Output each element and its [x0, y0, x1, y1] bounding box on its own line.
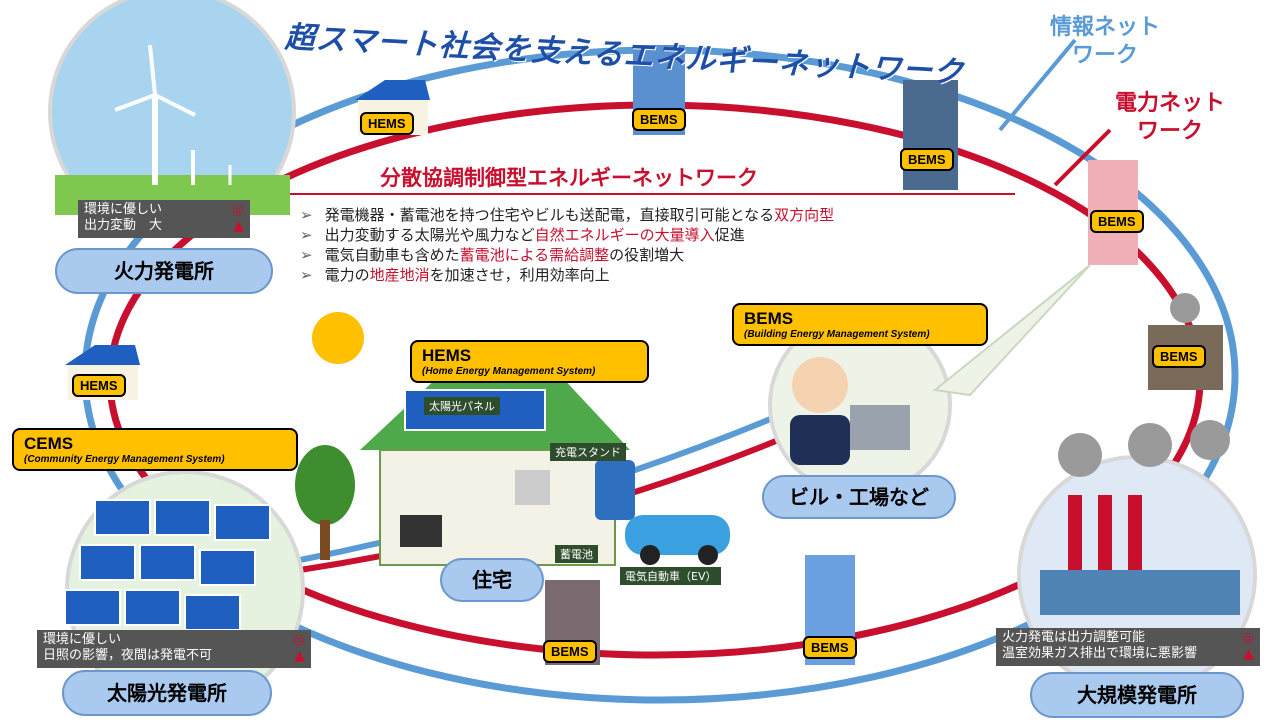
hems-tag-top: HEMS	[360, 112, 414, 135]
solar-plant-label: 太陽光発電所	[62, 670, 272, 716]
hems-box-title: HEMS	[422, 346, 472, 365]
power-network-label: 電力ネット ワーク	[1115, 90, 1225, 146]
ev-icon	[625, 515, 730, 555]
house-label: 住宅	[440, 558, 544, 602]
power-network-label-line2: ワーク	[1137, 119, 1204, 144]
wind-note-line1: 環境に優しい	[84, 202, 163, 217]
large-note-line2: 温室効果ガス排出で環境に悪影響	[1002, 646, 1198, 661]
large-plant-note: 火力発電は出力調整可能 温室効果ガス排出で環境に悪影響 ◎ ▲	[996, 628, 1260, 666]
cems-box-title: CEMS	[24, 434, 74, 453]
bems-tag-bottom-left: BEMS	[543, 640, 597, 663]
bems-tag-right-top: BEMS	[900, 148, 954, 171]
large-note-line1: 火力発電は出力調整可能	[1002, 630, 1146, 645]
bad-mark: ▲	[294, 648, 305, 664]
thermal-plant-label: 火力発電所	[55, 248, 273, 294]
cems-box-subtitle: (Community Energy Management System)	[24, 454, 225, 465]
hems-tag-left: HEMS	[72, 374, 126, 397]
hems-box: HEMS (Home Energy Management System)	[410, 340, 649, 383]
solar-note-line2: 日照の影響，夜間は発電不可	[43, 648, 213, 663]
good-mark: ◎	[1241, 630, 1254, 646]
bems-box-subtitle: (Building Energy Management System)	[744, 329, 930, 340]
bullet-item: ➢出力変動する太陽光や風力など自然エネルギーの大量導入促進	[300, 226, 745, 244]
bems-tag-bottom-center: BEMS	[803, 636, 857, 659]
tree-icon	[295, 445, 355, 525]
power-leader-line	[1053, 128, 1112, 187]
house-icon	[360, 375, 630, 566]
cems-box: CEMS (Community Energy Management System…	[12, 428, 298, 471]
ev-label: 電気自動車（EV）	[620, 567, 722, 585]
wind-note: 環境に優しい 出力変動 大 ◎ ▲	[78, 200, 250, 238]
info-network-label-line1: 情報ネット	[1050, 15, 1161, 40]
bems-tag-pink: BEMS	[1090, 210, 1144, 233]
bullet-item: ➢発電機器・蓄電池を持つ住宅やビルも送配電，直接取引可能となる双方向型	[300, 206, 835, 224]
diagram-subtitle: 分散協調制御型エネルギーネットワーク	[380, 166, 758, 190]
large-plant-label: 大規模発電所	[1030, 672, 1244, 718]
battery-label: 蓄電池	[555, 545, 598, 563]
charging-stand-label: 充電スタンド	[550, 443, 626, 461]
info-network-label-line2: ワーク	[1072, 43, 1139, 68]
solar-panel-label: 太陽光パネル	[424, 397, 500, 415]
hems-box-subtitle: (Home Energy Management System)	[422, 366, 596, 377]
good-mark: ◎	[292, 632, 305, 648]
solar-note-line1: 環境に優しい	[43, 632, 122, 647]
building-label: ビル・工場など	[762, 475, 956, 519]
wind-note-line2: 出力変動 大	[84, 218, 163, 233]
solar-note: 環境に優しい 日照の影響，夜間は発電不可 ◎ ▲	[37, 630, 311, 668]
bems-box: BEMS (Building Energy Management System)	[732, 303, 988, 346]
bems-tag-factory: BEMS	[1152, 345, 1206, 368]
bad-mark: ▲	[1243, 646, 1254, 662]
bullet-list: ➢発電機器・蓄電池を持つ住宅やビルも送配電，直接取引可能となる双方向型 ➢出力変…	[300, 205, 834, 285]
bad-mark: ▲	[233, 218, 244, 234]
bullet-item: ➢電気自動車も含めた蓄電池による需給調整の役割増大	[300, 246, 685, 264]
power-network-label-line1: 電力ネット	[1115, 91, 1226, 116]
bems-box-title: BEMS	[744, 309, 794, 328]
building-icon-right-top	[903, 80, 958, 190]
good-mark: ◎	[231, 202, 244, 218]
sun-icon	[312, 312, 364, 364]
bems-tag-top: BEMS	[632, 108, 686, 131]
charging-stand-icon	[595, 460, 635, 520]
info-network-label: 情報ネット ワーク	[1050, 14, 1160, 70]
info-leader-line	[998, 38, 1077, 132]
bullet-item: ➢電力の地産地消を加速させ，利用効率向上	[300, 266, 610, 284]
